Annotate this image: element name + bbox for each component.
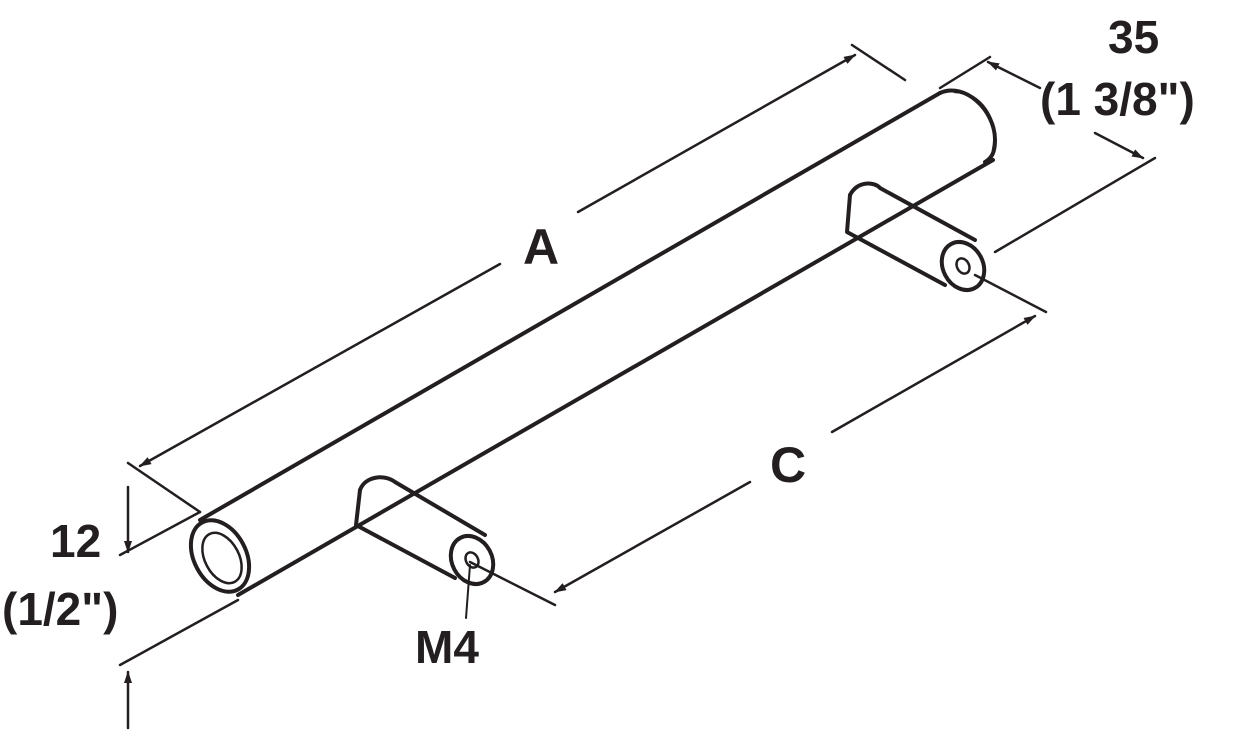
dimension-12	[118, 485, 240, 730]
far-standoff-post	[845, 181, 987, 292]
dimension-c	[468, 273, 1048, 607]
dimension-35	[938, 55, 1157, 254]
projection-inch-label: (1 3/8")	[1040, 73, 1195, 125]
near-standoff-post	[354, 475, 496, 586]
m4-leader-line	[465, 564, 471, 619]
handle-bar	[188, 88, 997, 597]
dimension-c-label: C	[770, 437, 807, 493]
dimension-a	[126, 43, 907, 514]
diameter-mm-label: 12	[50, 515, 102, 567]
thread-size-label: M4	[415, 621, 479, 673]
dimension-a-label: A	[523, 219, 560, 275]
projection-mm-label: 35	[1108, 11, 1160, 63]
diameter-inch-label: (1/2")	[2, 583, 119, 635]
